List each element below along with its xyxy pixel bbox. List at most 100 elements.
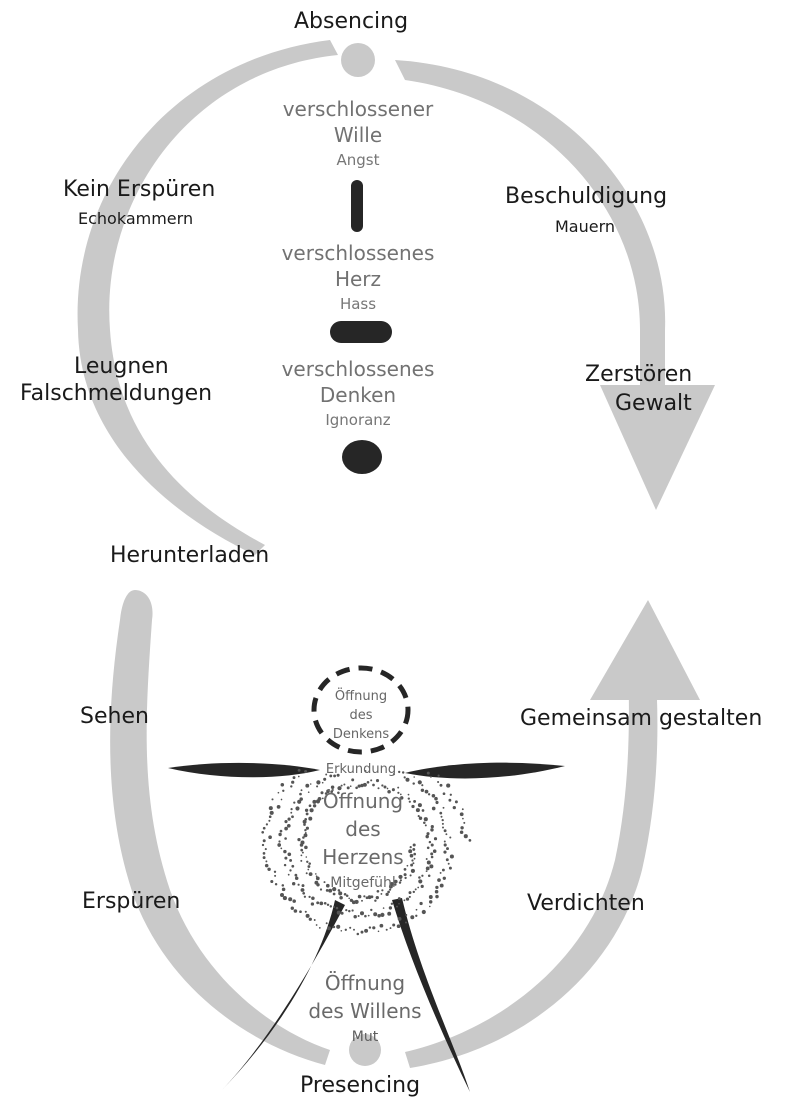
spiral-dot (268, 835, 272, 839)
spiral-dot (304, 896, 306, 898)
spiral-dot (333, 926, 336, 929)
spiral-dot (346, 895, 349, 898)
spiral-dot (441, 816, 443, 818)
spiral-dot (316, 924, 318, 926)
spiral-dot (267, 868, 270, 871)
spiral-dot (284, 837, 287, 840)
spiral-dot (292, 899, 296, 903)
spiral-dot (404, 868, 407, 871)
spiral-dot (460, 812, 464, 816)
spiral-dot (463, 822, 465, 824)
verschlossenes-herz-label: verschlossenes (258, 242, 458, 264)
spiral-dot (387, 912, 391, 916)
spiral-dot (298, 776, 300, 778)
spiral-dot (363, 783, 367, 787)
spiral-dot (338, 891, 342, 895)
spiral-dot (435, 895, 438, 898)
spiral-dot (427, 772, 430, 775)
spiral-dot (373, 912, 377, 916)
spiral-dot (409, 896, 411, 898)
spiral-dot (270, 880, 273, 883)
spiral-dot (299, 910, 302, 913)
spiral-dot (282, 884, 285, 887)
spiral-dot (443, 877, 446, 880)
lower-right-arrowhead (590, 600, 700, 700)
spiral-dot (275, 883, 277, 885)
spiral-dot (380, 913, 384, 917)
spiral-dot (261, 831, 264, 834)
oeffnung-herzens-line1: Öffnung (288, 790, 438, 812)
spiral-dot (385, 893, 388, 896)
spiral-dot (406, 897, 409, 900)
oeffnung-denkens-line1: Öffnung (311, 690, 411, 704)
spiral-dot (377, 914, 381, 918)
oeffnung-herzens-line3: Herzens (288, 846, 438, 868)
spiral-dot (322, 782, 324, 784)
verdichten-label: Verdichten (527, 892, 645, 916)
spiral-dot (450, 794, 452, 796)
spiral-dot (361, 900, 363, 902)
spiral-dot (437, 781, 439, 783)
spiral-dot (372, 926, 375, 929)
spiral-dot (364, 929, 368, 933)
spiral-dot (419, 902, 422, 905)
spiral-dot (283, 850, 286, 853)
spiral-dot (291, 907, 294, 910)
spiral-dot (442, 869, 445, 872)
spiral-dot (302, 892, 305, 895)
spiral-dot (278, 833, 281, 836)
ignoranz-label: Ignoranz (258, 412, 458, 429)
spiral-dot (348, 897, 350, 899)
spiral-dot (353, 915, 356, 918)
spiral-dot (345, 929, 347, 931)
spiral-dot (439, 812, 442, 815)
spiral-dot (412, 782, 414, 784)
spiral-dot (351, 778, 354, 781)
spiral-dot (415, 915, 417, 917)
spiral-dot (278, 792, 280, 794)
spiral-dot (319, 927, 321, 929)
beschuldigung-label: Beschuldigung (505, 185, 667, 209)
spiral-dot (440, 872, 442, 874)
spiral-dot (446, 858, 449, 861)
absencing-dot (341, 43, 375, 77)
spiral-dot (282, 790, 284, 792)
spiral-dot (262, 844, 264, 846)
mauern-label: Mauern (555, 218, 615, 236)
spiral-dot (368, 915, 370, 917)
spiral-dot (429, 906, 431, 908)
spiral-dot (333, 906, 335, 908)
spiral-dot (429, 895, 433, 899)
spiral-dot (383, 907, 385, 909)
herz-bar (330, 321, 392, 343)
oeffnung-herzens-line2: des (288, 818, 438, 840)
oeffnung-denkens-line2: des (311, 709, 411, 723)
spiral-dot (429, 900, 432, 903)
spiral-dot (324, 902, 327, 905)
spiral-dot (440, 884, 444, 888)
spiral-dot (351, 909, 353, 911)
spiral-dot (268, 820, 270, 822)
spiral-dot (327, 904, 329, 906)
spiral-dot (280, 893, 284, 897)
spiral-dot (421, 784, 423, 786)
spiral-dot (316, 780, 320, 784)
spiral-dot (367, 781, 370, 784)
spiral-dot (307, 869, 309, 871)
spiral-dot (445, 833, 447, 835)
spiral-dot (390, 927, 392, 929)
spiral-dot (311, 902, 314, 905)
spiral-dot (326, 922, 328, 924)
spiral-dot (281, 799, 283, 801)
gemeinsam-gestalten-label: Gemeinsam gestalten (520, 707, 762, 731)
spiral-dot (360, 911, 364, 915)
spiral-dot (283, 896, 287, 900)
spiral-dot (378, 931, 380, 933)
spiral-dot (341, 912, 344, 915)
presencing-label: Presencing (300, 1074, 420, 1098)
spiral-dot (438, 775, 440, 777)
spiral-dot (311, 897, 315, 901)
spiral-dot (336, 907, 339, 910)
spiral-dot (398, 903, 400, 905)
spiral-dot (336, 925, 340, 929)
